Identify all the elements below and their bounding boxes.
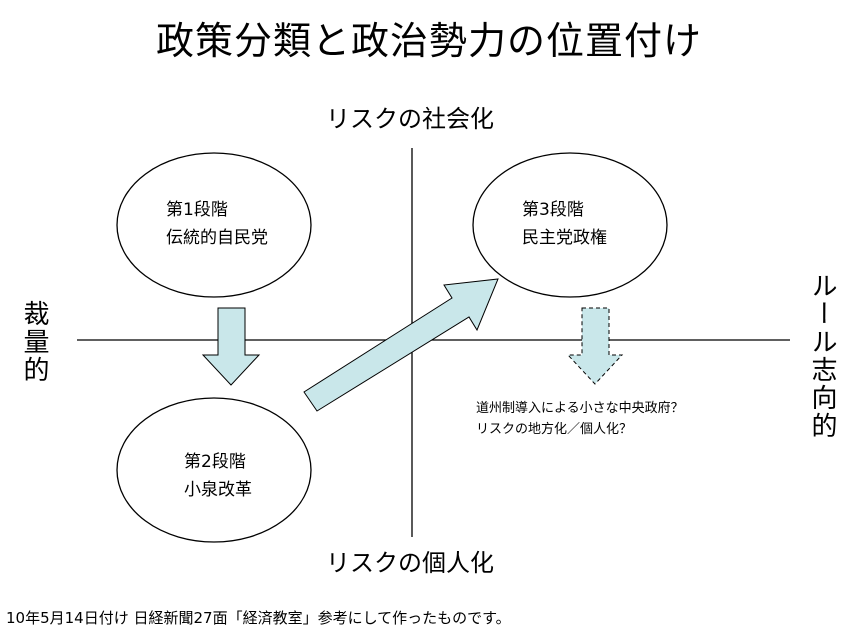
stage2-ellipse (116, 397, 312, 543)
down-arrow-stage1-to-stage2 (201, 307, 261, 386)
stage2-step: 第2段階 (184, 452, 246, 472)
stage1-step: 第1段階 (166, 200, 228, 220)
stage3-step: 第3段階 (522, 200, 584, 220)
source-footer: 10年5月14日付け 日経新聞27面「経済教室」参考にして作ったものです。 (6, 609, 511, 627)
axis-label-left: 裁量的 (19, 300, 49, 384)
stage1-ellipse (116, 152, 312, 298)
axis-label-right: ルール志向的 (807, 272, 837, 440)
stage2-label: 第2段階 小泉改革 (184, 448, 252, 504)
diagram-title: 政策分類と政治勢力の位置付け (155, 19, 702, 63)
stage1-name: 伝統的自民党 (166, 228, 268, 248)
dashed-down-arrow-stage3 (566, 307, 624, 385)
stage3-name: 民主党政権 (522, 228, 607, 248)
axis-label-bottom: リスクの個人化 (326, 549, 494, 577)
future-note-line2: リスクの地方化／個人化？ (476, 422, 633, 437)
stage2-name: 小泉改革 (184, 480, 252, 500)
axis-label-top: リスクの社会化 (326, 105, 494, 133)
future-note-line1: 道州制導入による小さな中央政府？ (476, 401, 684, 416)
stage3-label: 第3段階 民主党政権 (522, 196, 607, 252)
stage1-label: 第1段階 伝統的自民党 (166, 196, 268, 252)
future-note: 道州制導入による小さな中央政府？ リスクの地方化／個人化？ (476, 398, 684, 440)
diagonal-arrow-stage2-to-stage3 (303, 278, 499, 412)
stage3-ellipse (472, 152, 668, 298)
